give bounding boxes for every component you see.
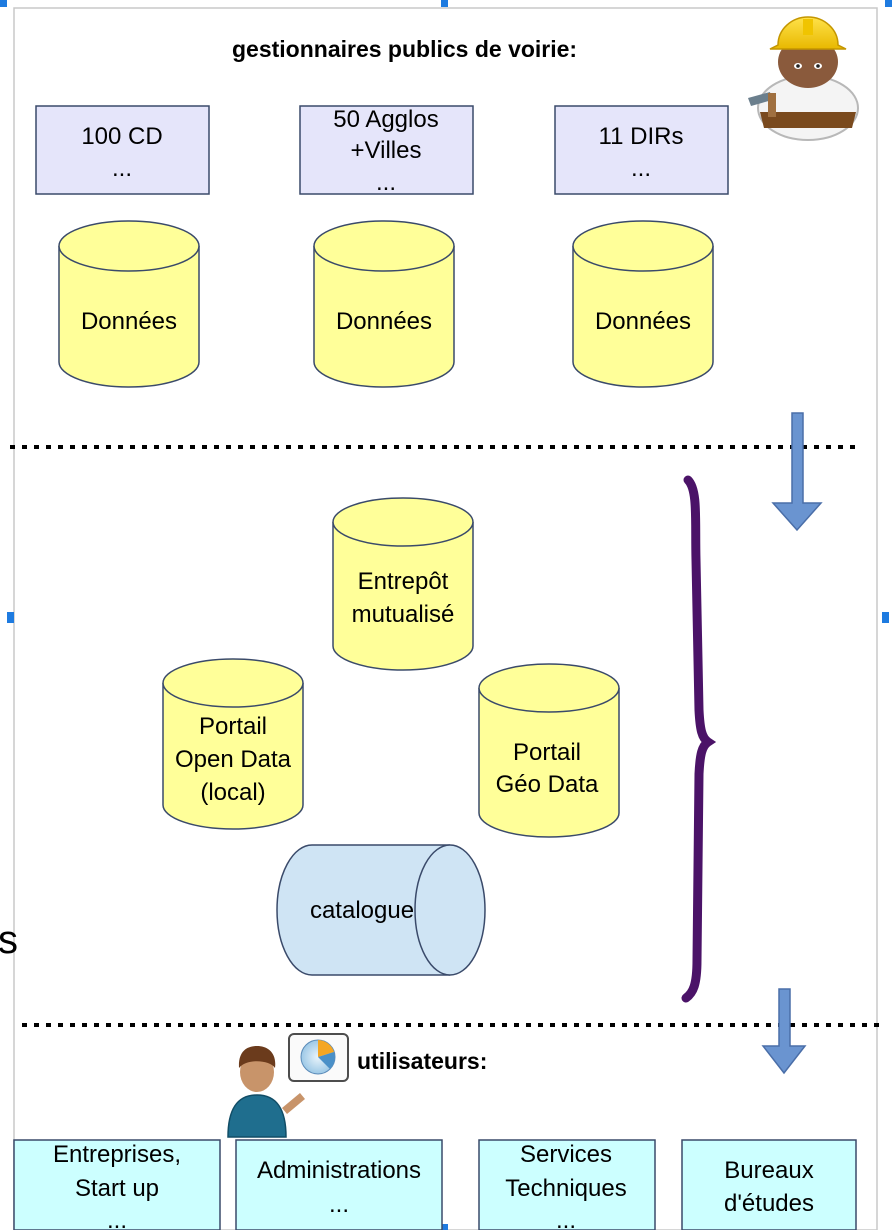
user-box-technical-services: Services Techniques ... bbox=[478, 1139, 656, 1230]
selection-handle[interactable] bbox=[882, 612, 889, 623]
down-arrow-icon bbox=[761, 988, 807, 1075]
open-data-portal-label: Portail bbox=[199, 713, 267, 740]
user-presenter-icon bbox=[227, 1046, 305, 1138]
producer-box-label: ... bbox=[631, 155, 651, 182]
open-data-portal-label: (local) bbox=[200, 779, 265, 806]
pie-chart-board-icon bbox=[288, 1033, 349, 1082]
user-box-label: ... bbox=[329, 1191, 349, 1218]
selection-handle[interactable] bbox=[441, 0, 448, 7]
producer-box-label: 100 CD bbox=[81, 123, 162, 150]
data-cylinder-label: Données bbox=[595, 308, 691, 335]
user-box-label: Bureaux bbox=[724, 1157, 813, 1184]
warehouse-label: mutualisé bbox=[352, 601, 455, 628]
producer-box-label: 50 Agglos bbox=[333, 106, 438, 133]
user-box-label: Techniques bbox=[505, 1175, 626, 1202]
producer-box-agglos: 50 Agglos +Villes ... bbox=[299, 105, 474, 196]
selection-handle[interactable] bbox=[0, 0, 7, 7]
producer-box-cd: 100 CD ... bbox=[35, 105, 210, 195]
user-box-label: Services bbox=[520, 1141, 612, 1168]
user-box-companies: Entreprises, Start up ... bbox=[13, 1139, 221, 1230]
data-cylinder: Données bbox=[313, 220, 455, 388]
users-title: utilisateurs: bbox=[357, 1048, 487, 1074]
clipped-edge-text: s bbox=[0, 918, 18, 962]
user-box-label: Start up bbox=[75, 1175, 159, 1202]
geo-data-portal-label: Portail bbox=[513, 739, 581, 766]
geo-data-portal-cylinder: Portail Géo Data bbox=[478, 663, 620, 838]
user-box-label: Entreprises, bbox=[53, 1141, 181, 1168]
user-box-label: ... bbox=[556, 1207, 576, 1230]
selection-handle[interactable] bbox=[885, 0, 892, 7]
down-arrow-icon bbox=[771, 412, 823, 532]
catalog-cylinder: catalogue bbox=[276, 844, 486, 976]
data-cylinder-label: Données bbox=[81, 308, 177, 335]
curly-brace bbox=[681, 475, 717, 1003]
producers-title: gestionnaires publics de voirie: bbox=[232, 36, 577, 62]
warehouse-cylinder: Entrepôt mutualisé bbox=[332, 497, 474, 671]
user-box-label: d'études bbox=[724, 1190, 814, 1217]
selection-handle[interactable] bbox=[441, 1224, 448, 1230]
producer-box-label: ... bbox=[376, 169, 396, 196]
selection-handle[interactable] bbox=[7, 612, 14, 623]
catalog-label: catalogue bbox=[310, 897, 414, 924]
data-cylinder: Données bbox=[572, 220, 714, 388]
user-box-administrations: Administrations ... bbox=[235, 1139, 443, 1230]
open-data-portal-label: Open Data bbox=[175, 746, 292, 773]
geo-data-portal-label: Géo Data bbox=[496, 771, 599, 798]
producer-box-dirs: 11 DIRs ... bbox=[554, 105, 729, 195]
warehouse-label: Entrepôt bbox=[358, 568, 449, 595]
open-data-portal-cylinder: Portail Open Data (local) bbox=[162, 658, 304, 830]
user-box-design-offices: Bureaux d'études bbox=[681, 1139, 857, 1230]
user-box-label: Administrations bbox=[257, 1157, 421, 1184]
user-box-label: ... bbox=[107, 1207, 127, 1230]
data-cylinder-label: Données bbox=[336, 308, 432, 335]
worker-hardhat-icon bbox=[748, 16, 859, 141]
producer-box-label: ... bbox=[112, 155, 132, 182]
producer-box-label: +Villes bbox=[351, 137, 422, 164]
producer-box-label: 11 DIRs bbox=[599, 123, 684, 150]
data-cylinder: Données bbox=[58, 220, 200, 388]
